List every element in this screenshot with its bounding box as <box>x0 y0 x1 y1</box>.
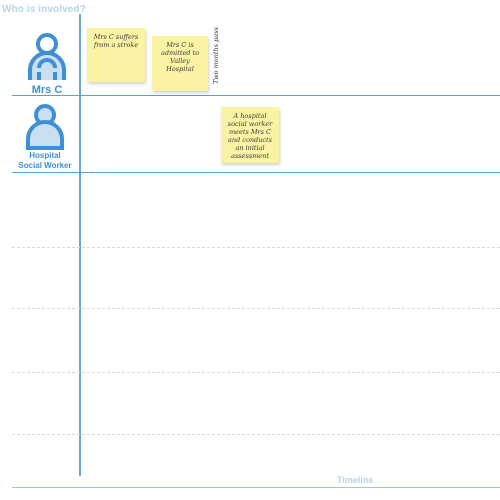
actor-column-divider <box>79 14 81 476</box>
actor-label-social-worker: Hospital Social Worker <box>10 151 80 171</box>
sticky-note[interactable]: Mrs C suffers from a stroke <box>87 28 145 82</box>
timeline-axis <box>12 487 500 488</box>
actor-label-line-1: Hospital <box>29 151 61 160</box>
swimlane-divider-mrs-c <box>12 95 500 96</box>
person-icon <box>26 104 64 150</box>
empty-swimlane-divider <box>12 434 500 435</box>
timeline-label: Timeline <box>337 475 374 485</box>
empty-swimlane-divider <box>12 308 500 309</box>
person-icon <box>28 33 66 80</box>
who-is-involved-label: Who is involved? <box>2 4 86 15</box>
empty-swimlane-divider <box>12 247 500 248</box>
time-passing-marker: Two months pass <box>212 22 224 84</box>
empty-swimlane-divider <box>12 372 500 373</box>
sticky-note[interactable]: A hospital social worker meets Mrs C and… <box>221 107 279 163</box>
sticky-note[interactable]: Mrs C is admitted to Valley Hospital <box>152 36 208 91</box>
actor-label-mrs-c: Mrs C <box>31 84 63 96</box>
time-passing-text: Two months pass <box>212 27 220 84</box>
actor-label-line-2: Social Worker <box>18 161 72 170</box>
swimlane-divider-social-worker <box>12 172 500 173</box>
actor-mrs-c: Mrs C <box>18 32 76 96</box>
actor-hospital-social-worker: Hospital Social Worker <box>10 104 80 171</box>
